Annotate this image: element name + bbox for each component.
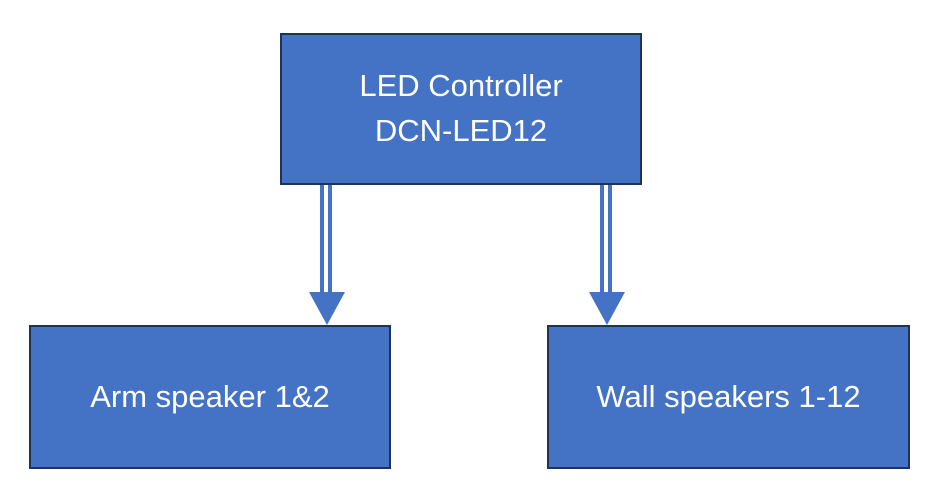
node-label: Wall speakers 1-12 bbox=[596, 378, 861, 414]
arrowhead-icon bbox=[309, 292, 345, 325]
node-label-line-1: LED Controller bbox=[359, 68, 563, 104]
node-led-controller: LED Controller DCN-LED12 bbox=[280, 33, 642, 185]
node-label: Arm speaker 1&2 bbox=[90, 378, 330, 414]
arrow-controller-to-arm bbox=[309, 184, 345, 325]
arrowhead-icon bbox=[589, 292, 625, 325]
node-label-line-2: DCN-LED12 bbox=[374, 113, 548, 148]
arrow-controller-to-wall bbox=[589, 184, 625, 325]
node-arm-speaker: Arm speaker 1&2 bbox=[29, 325, 391, 469]
node-wall-speakers: Wall speakers 1-12 bbox=[547, 325, 910, 469]
